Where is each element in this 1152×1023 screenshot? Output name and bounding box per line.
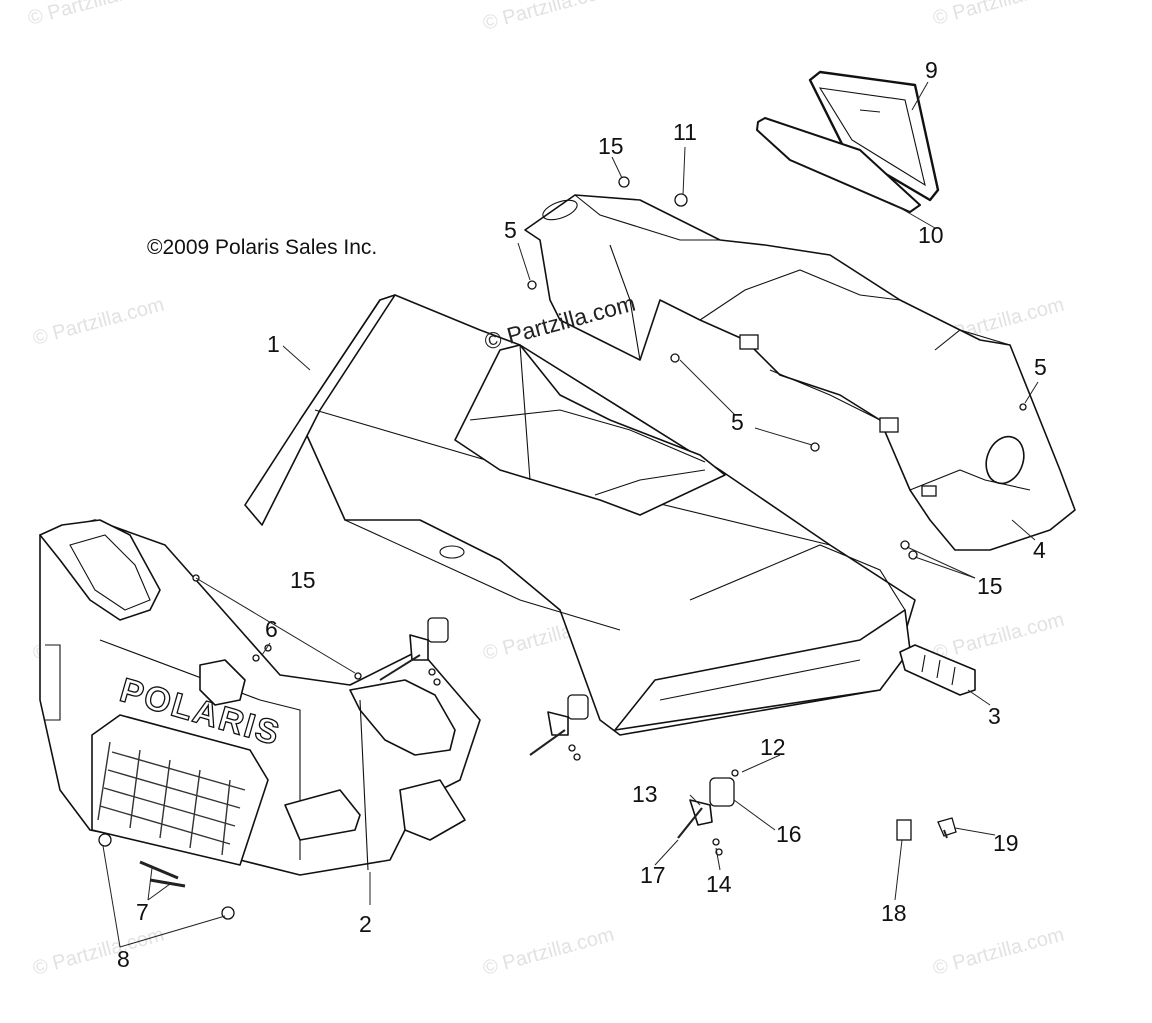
grille-vents	[97, 741, 246, 856]
callout-16: 16	[776, 821, 802, 847]
callout-2: 2	[359, 911, 372, 937]
copyright-notice: ©2009 Polaris Sales Inc.	[147, 236, 377, 259]
gauge-lens-part	[756, 117, 921, 213]
watermark: © Partzilla.com	[26, 0, 162, 30]
callout-4: 4	[1033, 537, 1046, 563]
callout-17: 17	[640, 862, 666, 888]
callout-13: 13	[632, 781, 658, 807]
callout-3: 3	[988, 703, 1001, 729]
callout-10: 10	[918, 222, 944, 248]
watermark: © Partzilla.com	[931, 0, 1067, 30]
callout-labels: 1 2 3 4 5 5 5 5 6 7 8 9 10 11 12 13 14 1…	[117, 57, 1047, 972]
watermark: © Partzilla.com	[481, 0, 617, 35]
mount-hardware	[98, 176, 1027, 920]
callout-1: 1	[267, 331, 280, 357]
watermark: © Partzilla.com	[481, 924, 617, 980]
watermark: © Partzilla.com	[31, 294, 167, 350]
callout-8: 8	[117, 946, 130, 972]
watermark: © Partzilla.com	[931, 609, 1067, 665]
watermark: © Partzilla.com	[931, 924, 1067, 980]
watermark: © Partzilla.com	[31, 924, 167, 980]
callout-7: 7	[136, 899, 149, 925]
callout-15: 15	[598, 133, 624, 159]
hood-part	[244, 294, 916, 736]
front-bumper-part: POLARIS	[39, 519, 481, 876]
callout-14: 14	[706, 871, 732, 897]
callout-9: 9	[925, 57, 938, 83]
callout-5: 5	[504, 217, 517, 243]
callout-6: 6	[265, 616, 278, 642]
callout-19: 19	[993, 830, 1019, 856]
dash-part	[524, 194, 1076, 551]
leader-lines	[102, 81, 1039, 948]
callout-18: 18	[881, 900, 907, 926]
headlight-plug-part	[899, 644, 976, 696]
callout-11: 11	[673, 119, 697, 145]
callout-15: 15	[290, 567, 316, 593]
callout-5: 5	[731, 409, 744, 435]
callout-12: 12	[760, 734, 786, 760]
callout-5: 5	[1034, 354, 1047, 380]
callout-15: 15	[977, 573, 1003, 599]
